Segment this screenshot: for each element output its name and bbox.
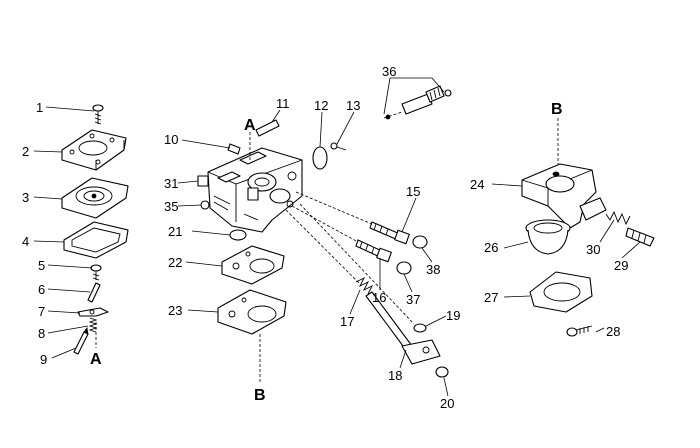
part-15-needle [369, 221, 410, 245]
part-17-spring [355, 276, 374, 295]
axis-lever-18 [299, 203, 415, 325]
part-28-screw [566, 325, 593, 337]
callout-36: 36 [382, 64, 396, 79]
callout-labels: 1 2 3 4 5 6 7 8 9 10 11 12 13 31 35 21 2… [22, 64, 628, 411]
part-2-pump-cover [61, 129, 127, 171]
callout-18: 18 [388, 368, 402, 383]
part-5-screw [90, 264, 102, 281]
part-38-cap [412, 235, 428, 249]
part-13-screw [330, 142, 347, 151]
reference-letters: A A B B [90, 101, 563, 404]
part-1-screw [92, 104, 104, 125]
carburetor-body [207, 147, 303, 233]
part-22-gasket [221, 245, 285, 285]
ref-b-bottom: B [254, 387, 266, 404]
callout-4: 4 [22, 234, 29, 249]
callout-23: 23 [168, 303, 182, 318]
part-3-pump-diaphragm [61, 177, 129, 219]
callout-37: 37 [406, 292, 420, 307]
callout-28: 28 [606, 324, 620, 339]
part-30-spring [605, 210, 631, 226]
part-7-metering-lever [77, 307, 109, 317]
callout-15: 15 [406, 184, 420, 199]
leader-lines [33, 77, 641, 397]
callout-16: 16 [372, 290, 386, 305]
callout-20: 20 [440, 396, 454, 411]
axis-needle-16 [291, 205, 359, 243]
callout-11: 11 [276, 96, 290, 111]
callout-1: 1 [36, 100, 43, 115]
part-19-clip [413, 323, 427, 333]
part-8-spring [88, 317, 98, 333]
part-4-gasket [63, 221, 129, 259]
part-20-nut [435, 366, 449, 378]
callout-12: 12 [314, 98, 328, 113]
part-37-cap [396, 261, 412, 275]
part-12-throttle-plate [312, 146, 328, 170]
callout-22: 22 [168, 255, 182, 270]
callout-9: 9 [40, 352, 47, 367]
axis-needle-15 [295, 191, 373, 225]
ref-b-right: B [551, 101, 563, 118]
callout-31: 31 [164, 176, 178, 191]
part-29-needle [625, 227, 655, 247]
callout-35: 35 [164, 199, 178, 214]
callout-10: 10 [164, 132, 178, 147]
callout-30: 30 [586, 242, 600, 257]
part-16-needle [355, 239, 392, 263]
ref-a-bottom: A [90, 351, 102, 368]
part-27-flange [529, 271, 593, 313]
callout-19: 19 [446, 308, 460, 323]
callout-13: 13 [346, 98, 360, 113]
callout-24: 24 [470, 177, 484, 192]
part-18-throttle-lever [365, 291, 441, 365]
part-24-pump-body [521, 163, 607, 229]
part-11-pin [255, 119, 280, 137]
ref-a-top: A [244, 117, 256, 134]
part-23-plate [217, 289, 287, 335]
part-26-primer-bulb [525, 219, 571, 255]
callout-2: 2 [22, 144, 29, 159]
callout-26: 26 [484, 240, 498, 255]
part-10-screw [227, 143, 241, 155]
part-6-pin [87, 282, 101, 303]
part-9-inlet-needle [73, 327, 89, 355]
part-21-cap [229, 229, 247, 241]
callout-8: 8 [38, 326, 45, 341]
callout-6: 6 [38, 282, 45, 297]
callout-5: 5 [38, 258, 45, 273]
part-36-choke-assembly [383, 85, 452, 120]
part-31-fitting [197, 175, 209, 187]
callout-7: 7 [38, 304, 45, 319]
callout-3: 3 [22, 190, 29, 205]
part-35-ring [200, 200, 210, 210]
callout-29: 29 [614, 258, 628, 273]
callout-17: 17 [340, 314, 354, 329]
callout-27: 27 [484, 290, 498, 305]
callout-38: 38 [426, 262, 440, 277]
axis-spring-17 [285, 209, 361, 285]
callout-21: 21 [168, 224, 182, 239]
